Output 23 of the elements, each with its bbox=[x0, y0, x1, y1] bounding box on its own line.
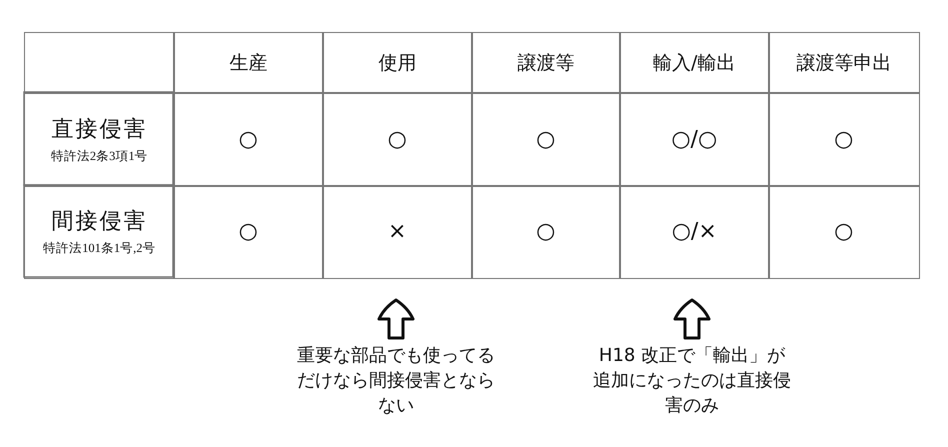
mark-cell: ○/× bbox=[619, 185, 770, 278]
mark-cell: × bbox=[322, 185, 472, 278]
header-cell: 譲渡等申出 bbox=[768, 32, 920, 94]
note-text: H18 改正で「輸出」が追加になったのは直接侵害のみ bbox=[592, 343, 792, 418]
block-arrow bbox=[378, 298, 414, 340]
block-arrow bbox=[674, 298, 710, 340]
mark-cell: ○/○ bbox=[619, 92, 770, 186]
header-cell: 使用 bbox=[322, 32, 472, 94]
mark-cell: ○ bbox=[322, 92, 472, 186]
mark-cell: ○ bbox=[471, 92, 620, 186]
header-cell: 輸入/輸出 bbox=[619, 32, 770, 94]
mark-cell: ○ bbox=[768, 185, 920, 278]
row-heading: 直接侵害 bbox=[51, 116, 148, 144]
row-heading: 間接侵害 bbox=[51, 208, 148, 236]
header-cell: 譲渡等 bbox=[471, 32, 620, 94]
mark-cell: ○ bbox=[173, 185, 324, 278]
mark-cell: ○ bbox=[173, 92, 324, 186]
law-reference: 特許法2条3項1号 bbox=[50, 148, 148, 165]
note-text: 重要な部品でも使ってるだけなら間接侵害とならない bbox=[296, 343, 496, 418]
header-cell: 生産 bbox=[173, 32, 324, 94]
law-reference: 特許法101条1号,2号 bbox=[43, 240, 156, 258]
mark-cell: ○ bbox=[768, 92, 920, 186]
mark-cell: ○ bbox=[471, 185, 620, 278]
